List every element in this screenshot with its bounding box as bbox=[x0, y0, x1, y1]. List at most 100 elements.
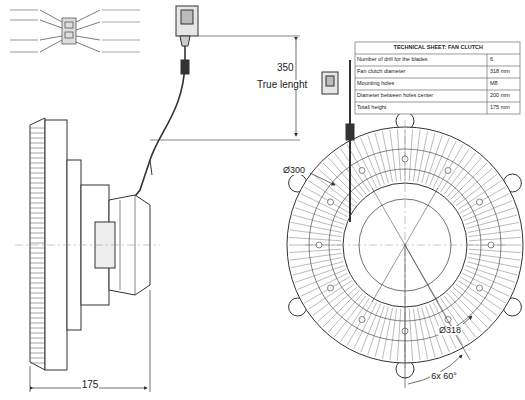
fin-stroke bbox=[30, 223, 45, 224]
table-cell: M8 bbox=[490, 81, 498, 87]
fin-stroke bbox=[361, 304, 381, 352]
fin-stroke bbox=[30, 283, 45, 284]
fin-stroke bbox=[453, 287, 492, 321]
fin-stroke bbox=[30, 128, 45, 129]
fin-stroke bbox=[460, 187, 505, 213]
fin-stroke bbox=[456, 174, 497, 206]
fin-stroke bbox=[329, 293, 363, 332]
fin-stroke bbox=[30, 278, 45, 279]
fin-stroke bbox=[437, 145, 463, 190]
fin-stroke bbox=[375, 133, 388, 183]
fin-stroke bbox=[30, 168, 45, 169]
fin-stroke bbox=[397, 309, 400, 361]
fin-stroke bbox=[30, 138, 45, 139]
fin-stroke bbox=[390, 130, 397, 182]
fin-stroke bbox=[30, 183, 45, 184]
fin-stroke bbox=[30, 148, 45, 149]
fin-stroke bbox=[318, 287, 357, 321]
fin-stroke bbox=[354, 141, 377, 188]
fin-stroke bbox=[430, 138, 450, 186]
table-cell: 318 mm bbox=[490, 69, 510, 75]
fin-stroke bbox=[464, 270, 512, 290]
fin-stroke bbox=[298, 270, 346, 290]
fin-stroke bbox=[30, 158, 45, 159]
fin-stroke bbox=[30, 258, 45, 259]
fin-stroke bbox=[289, 249, 341, 252]
fin-stroke bbox=[30, 313, 45, 314]
fin-stroke bbox=[305, 277, 350, 303]
fin-stroke bbox=[30, 268, 45, 269]
fin-stroke bbox=[313, 284, 354, 316]
fin-stroke bbox=[291, 222, 342, 232]
fin-stroke bbox=[30, 188, 45, 189]
sensor-cable bbox=[128, 6, 300, 205]
fin-stroke bbox=[468, 258, 519, 268]
bolt-hole bbox=[359, 168, 365, 174]
fin-stroke bbox=[298, 201, 346, 221]
table-cell: Totall height bbox=[357, 105, 386, 111]
fin-stroke bbox=[30, 343, 45, 344]
fin-stroke bbox=[361, 138, 381, 186]
dimension-value: 350 bbox=[276, 63, 295, 73]
fin-stroke bbox=[460, 277, 505, 303]
fin-stroke bbox=[334, 296, 366, 337]
dimension-175 bbox=[30, 290, 150, 392]
fin-stroke bbox=[30, 213, 45, 214]
fin-stroke bbox=[464, 201, 512, 221]
fin-stroke bbox=[30, 273, 45, 274]
fin-stroke bbox=[30, 218, 45, 219]
fin-stroke bbox=[453, 169, 492, 203]
fin-stroke bbox=[466, 266, 515, 283]
fin-stroke bbox=[30, 208, 45, 209]
bolt-hole bbox=[477, 199, 483, 205]
fin-stroke bbox=[30, 253, 45, 254]
fin-stroke bbox=[30, 178, 45, 179]
fin-stroke bbox=[462, 273, 509, 296]
fin-stroke bbox=[462, 194, 509, 217]
dimension-value: Ø300 bbox=[282, 166, 306, 175]
fin-stroke bbox=[30, 308, 45, 309]
fin-stroke bbox=[305, 187, 350, 213]
fin-stroke bbox=[469, 249, 521, 252]
table-cell: Mounting holes bbox=[357, 81, 394, 87]
fin-stroke bbox=[293, 262, 343, 275]
fin-stroke bbox=[30, 303, 45, 304]
technical-table-grid bbox=[355, 42, 520, 114]
fin-stroke bbox=[30, 323, 45, 324]
table-header: TECHNICAL SHEET: FAN CLUTCH bbox=[394, 45, 483, 51]
fin-stroke bbox=[313, 174, 354, 206]
fin-stroke bbox=[30, 163, 45, 164]
dimension-note: True lenght bbox=[256, 80, 308, 90]
fin-stroke bbox=[30, 348, 45, 349]
fin-stroke bbox=[289, 237, 341, 240]
fin-stroke bbox=[30, 173, 45, 174]
fin-stroke bbox=[30, 328, 45, 329]
fin-stroke bbox=[456, 284, 497, 316]
dimension-value: 6x 60° bbox=[430, 372, 458, 381]
fin-stroke bbox=[368, 135, 385, 184]
fin-stroke bbox=[30, 143, 45, 144]
fin-stroke bbox=[30, 193, 45, 194]
side-fins bbox=[30, 128, 45, 363]
fin-stroke bbox=[354, 302, 377, 349]
fin-stroke bbox=[467, 215, 517, 228]
fin-stroke bbox=[301, 273, 348, 296]
fin-stroke bbox=[382, 308, 392, 359]
fin-stroke bbox=[30, 333, 45, 334]
fin-stroke bbox=[30, 363, 45, 364]
fin-stroke bbox=[30, 318, 45, 319]
fin-stroke bbox=[290, 253, 342, 260]
bolt-hole bbox=[477, 285, 483, 291]
table-cell: 175 mm bbox=[490, 105, 510, 111]
dimension-value: 175 bbox=[81, 380, 100, 390]
dimension-value: Ø318 bbox=[438, 326, 462, 335]
fan-clutch-side-view bbox=[15, 118, 160, 370]
fin-stroke bbox=[30, 358, 45, 359]
fin-stroke bbox=[426, 135, 443, 184]
fin-stroke bbox=[409, 309, 412, 361]
fin-stroke bbox=[30, 228, 45, 229]
fin-stroke bbox=[30, 288, 45, 289]
fin-stroke bbox=[444, 153, 476, 194]
